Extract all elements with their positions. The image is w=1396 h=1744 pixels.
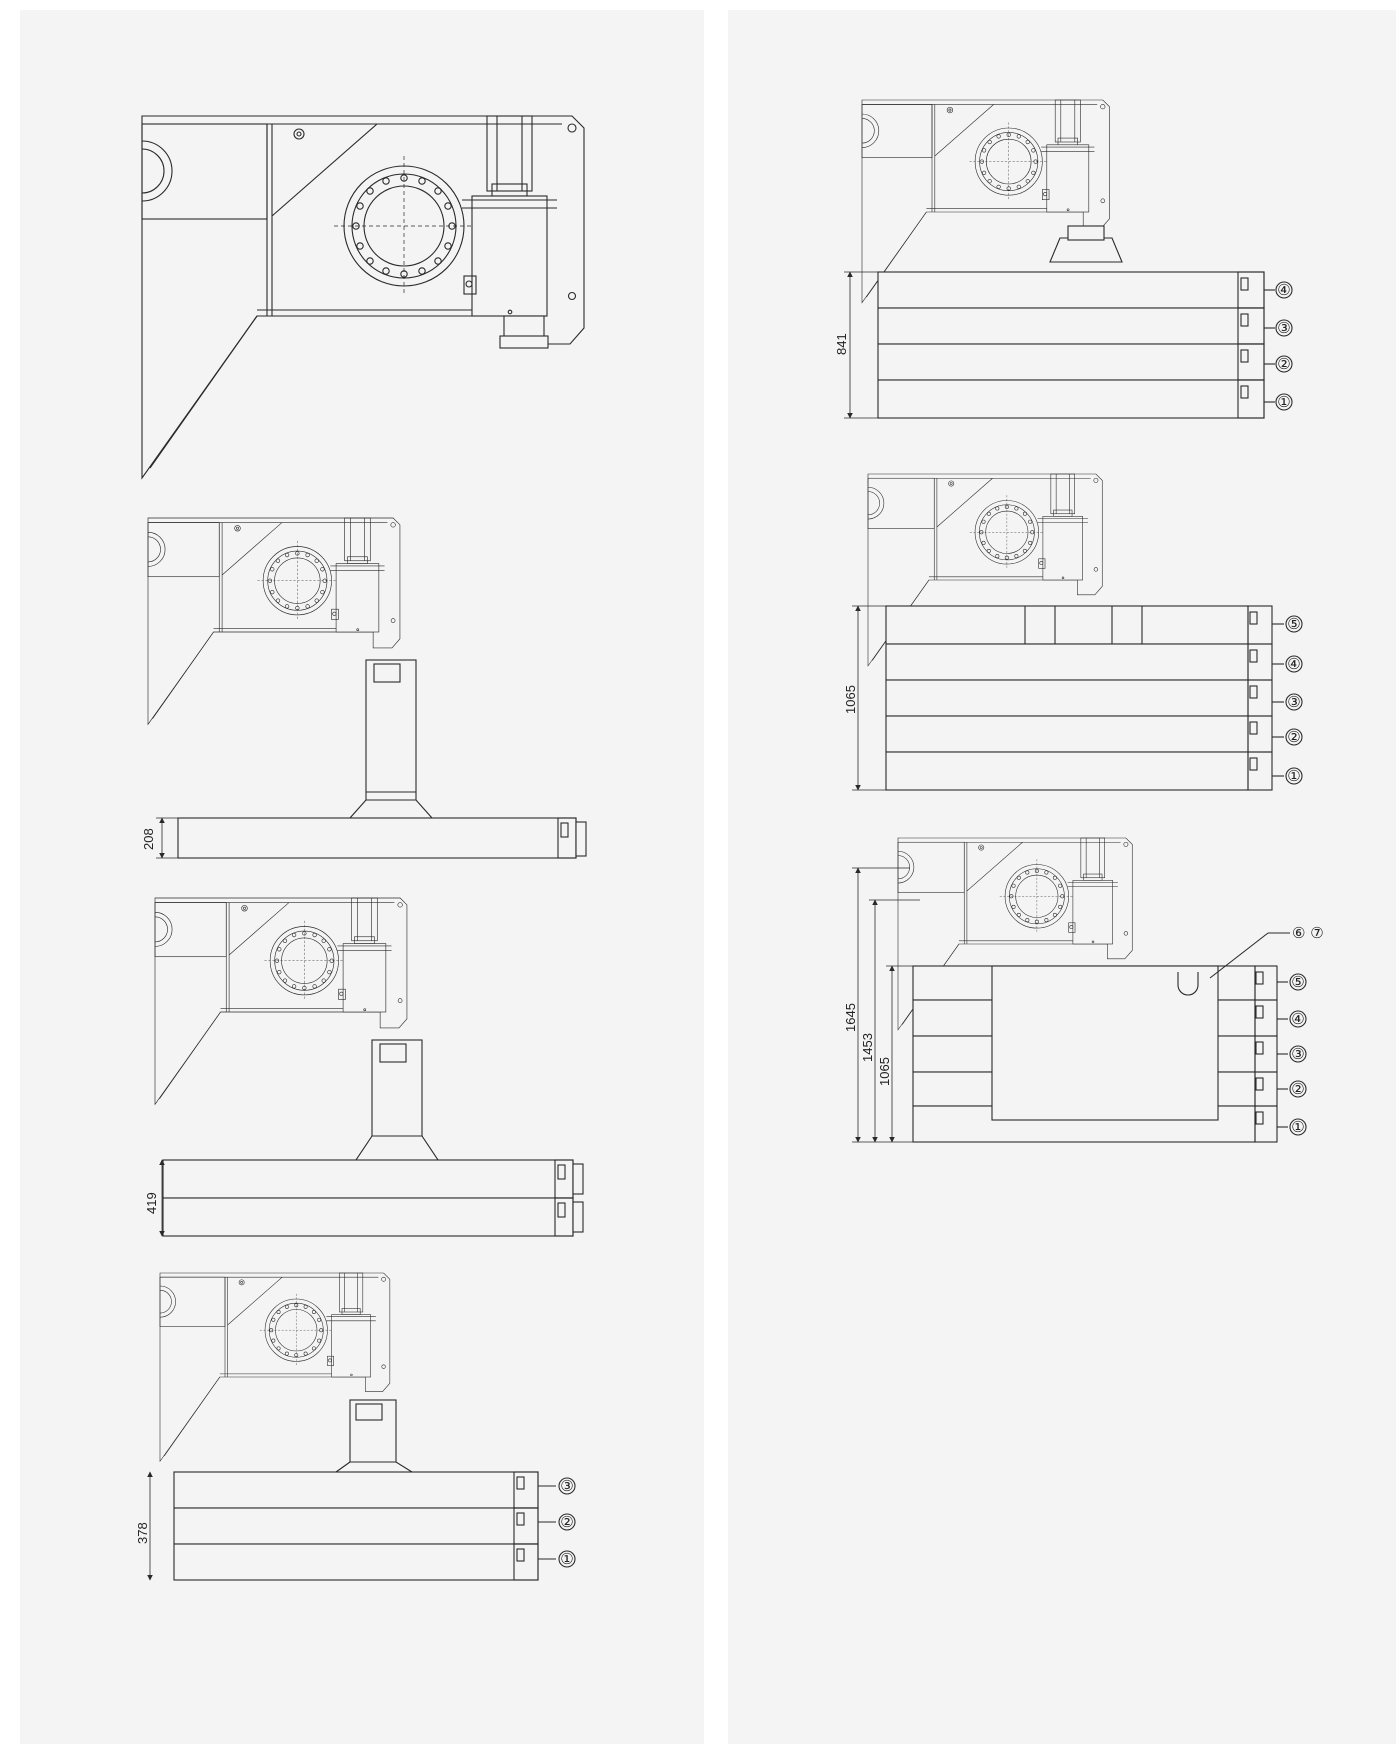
- callout-2: ②: [560, 1513, 573, 1531]
- callout-4: ④: [1287, 655, 1300, 673]
- callout-2: ②: [1287, 728, 1300, 746]
- callout-1: ①: [1287, 767, 1300, 785]
- callout-1: ①: [1291, 1118, 1304, 1136]
- dimension-1453: 1453: [860, 1033, 875, 1062]
- dimension-1645: 1645: [843, 1003, 858, 1032]
- drawing-five-plates: ⑤ ④ ③ ② ① 1065: [843, 473, 1303, 791]
- callout-4: ④: [1291, 1010, 1304, 1028]
- callout-1: ①: [560, 1550, 573, 1568]
- drawing-one-plate: 208: [141, 517, 587, 859]
- drawing-machine-only: [141, 115, 585, 479]
- dimension-419: 419: [144, 1192, 159, 1214]
- drawing-two-plates: 419: [144, 897, 584, 1237]
- dimension-1065: 1065: [843, 685, 858, 714]
- callout-4: ④: [1277, 281, 1290, 299]
- callout-3: ③: [1277, 319, 1290, 337]
- dimension-1065: 1065: [877, 1057, 892, 1086]
- callout-1: ①: [1277, 393, 1290, 411]
- drawing-three-plates: ③ ② ① 378: [135, 1272, 576, 1581]
- callout-5: ⑤: [1287, 615, 1300, 633]
- callout-2: ②: [1291, 1080, 1304, 1098]
- callout-3: ③: [1291, 1045, 1304, 1063]
- callout-5: ⑤: [1291, 973, 1304, 991]
- dimension-841: 841: [834, 333, 849, 355]
- dimension-378: 378: [135, 1522, 150, 1544]
- callout-6-7: ⑥ ⑦: [1292, 924, 1324, 942]
- callout-3: ③: [1287, 693, 1300, 711]
- dimension-208: 208: [141, 828, 156, 850]
- callout-2: ②: [1277, 355, 1290, 373]
- callout-3: ③: [560, 1477, 573, 1495]
- drawing-five-plates-with-block: ⑥ ⑦ ⑤ ④ ③ ② ① 1645 1453 1065: [843, 837, 1324, 1143]
- drawing-four-plates: ④ ③ ② ① 841: [834, 99, 1293, 419]
